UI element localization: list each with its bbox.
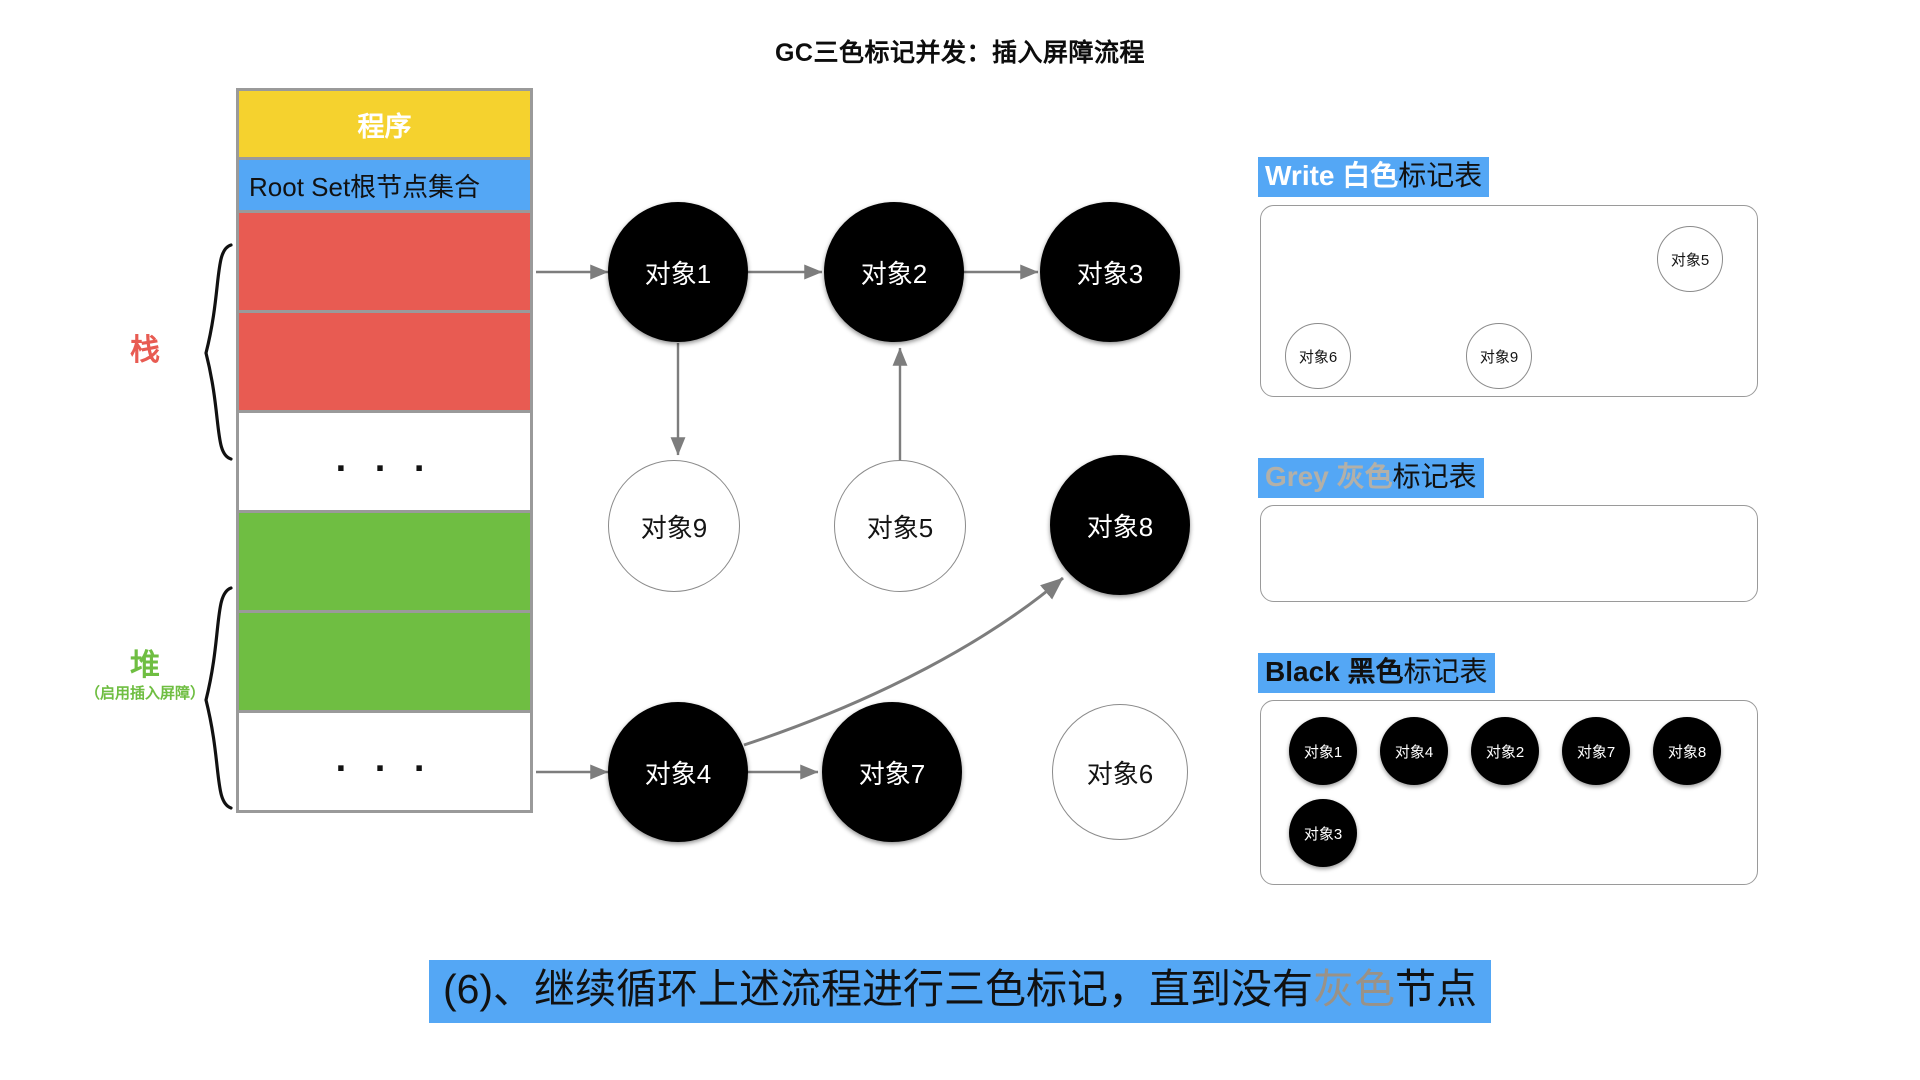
- white-table-head-en: Write: [1265, 160, 1335, 191]
- black-table-chip-3[interactable]: 对象2: [1471, 717, 1539, 785]
- black-chip-2-label: 对象4: [1394, 743, 1434, 761]
- white-table-head-color: 白色: [1342, 160, 1399, 191]
- node-obj7-label: 对象7: [858, 758, 926, 789]
- heap-label-group: 堆 （启用插入屏障）: [40, 650, 250, 703]
- node-obj3[interactable]: 对象3: [1040, 202, 1180, 342]
- grey-table-box: [1260, 505, 1758, 602]
- heap-cell-2: [236, 613, 533, 713]
- caption: (6)、继续循环上述流程进行三色标记，直到没有灰色节点: [0, 960, 1920, 1024]
- caption-prefix: (6)、继续循环上述流程进行三色标记，直到没有: [442, 966, 1314, 1012]
- black-chip-5-label: 对象8: [1667, 743, 1707, 761]
- node-obj3-label: 对象3: [1076, 258, 1144, 289]
- black-chip-6-label: 对象3: [1303, 825, 1343, 843]
- root-set-label: Root Set根节点集合: [249, 171, 481, 202]
- stack-cell-2: [236, 313, 533, 413]
- node-obj4-label: 对象4: [644, 758, 712, 789]
- node-obj4[interactable]: 对象4: [608, 702, 748, 842]
- white-table-chip-2[interactable]: 对象6: [1285, 323, 1351, 389]
- node-obj5[interactable]: 对象5: [834, 460, 966, 592]
- black-table-head-rest: 标记表: [1403, 656, 1488, 687]
- ellipsis-label-2: . . .: [335, 737, 434, 780]
- stack-cell-empty: . . .: [236, 413, 533, 513]
- white-table-chip-3[interactable]: 对象9: [1466, 323, 1532, 389]
- white-table-box: 对象5 对象6 对象9: [1260, 205, 1758, 397]
- stack-cell-1: [236, 213, 533, 313]
- node-obj1[interactable]: 对象1: [608, 202, 748, 342]
- memory-cell-program: 程序: [236, 88, 533, 160]
- page-title: GC三色标记并发：插入屏障流程: [774, 39, 1145, 67]
- heap-sub-label: （启用插入屏障）: [84, 684, 205, 702]
- stack-label-group: 栈: [70, 335, 220, 367]
- node-obj2[interactable]: 对象2: [824, 202, 964, 342]
- heap-label: 堆: [130, 649, 160, 682]
- program-label: 程序: [357, 111, 412, 142]
- white-chip-2-label: 对象6: [1298, 348, 1338, 366]
- black-table-box: 对象1 对象4 对象2 对象7 对象8 对象3: [1260, 700, 1758, 885]
- black-table-chip-6[interactable]: 对象3: [1289, 799, 1357, 867]
- node-obj8[interactable]: 对象8: [1050, 455, 1190, 595]
- grey-table-head-rest: 标记表: [1392, 461, 1477, 492]
- black-table-header: Black 黑色标记表: [1258, 653, 1495, 694]
- memory-cell-root-set: Root Set根节点集合: [236, 160, 533, 213]
- node-obj7[interactable]: 对象7: [822, 702, 962, 842]
- heap-cell-1: [236, 513, 533, 613]
- black-table-head-en: Black: [1265, 656, 1340, 687]
- white-table-header: Write 白色标记表: [1258, 157, 1490, 198]
- caption-suffix: 节点: [1395, 966, 1478, 1012]
- ellipsis-label: . . .: [335, 437, 434, 480]
- white-chip-1-label: 对象5: [1670, 251, 1710, 269]
- black-table-chip-1[interactable]: 对象1: [1289, 717, 1357, 785]
- node-obj6-label: 对象6: [1086, 758, 1154, 789]
- memory-column: 程序 Root Set根节点集合 . . . . . .: [236, 88, 533, 813]
- black-chip-1-label: 对象1: [1303, 743, 1343, 761]
- node-obj1-label: 对象1: [644, 258, 712, 289]
- grey-table-header: Grey 灰色标记表: [1258, 458, 1484, 499]
- caption-highlight: 灰色: [1313, 966, 1396, 1012]
- stack-label: 栈: [130, 334, 160, 367]
- white-table-head-rest: 标记表: [1398, 160, 1483, 191]
- node-obj9[interactable]: 对象9: [608, 460, 740, 592]
- black-table-chip-2[interactable]: 对象4: [1380, 717, 1448, 785]
- black-chip-3-label: 对象2: [1485, 743, 1525, 761]
- black-chip-4-label: 对象7: [1576, 743, 1616, 761]
- grey-table-head-en: Grey: [1265, 461, 1329, 492]
- grey-table-head-color: 灰色: [1336, 461, 1393, 492]
- node-obj2-label: 对象2: [860, 258, 928, 289]
- black-table-chip-4[interactable]: 对象7: [1562, 717, 1630, 785]
- node-obj6[interactable]: 对象6: [1052, 704, 1188, 840]
- black-table-chip-5[interactable]: 对象8: [1653, 717, 1721, 785]
- node-obj5-label: 对象5: [866, 512, 934, 543]
- node-obj8-label: 对象8: [1086, 511, 1154, 542]
- white-chip-3-label: 对象9: [1479, 348, 1519, 366]
- caption-inner: (6)、继续循环上述流程进行三色标记，直到没有灰色节点: [428, 960, 1492, 1024]
- white-table-chip-1[interactable]: 对象5: [1657, 226, 1723, 292]
- node-obj9-label: 对象9: [640, 512, 708, 543]
- black-table-head-color: 黑色: [1347, 656, 1404, 687]
- heap-cell-empty: . . .: [236, 713, 533, 813]
